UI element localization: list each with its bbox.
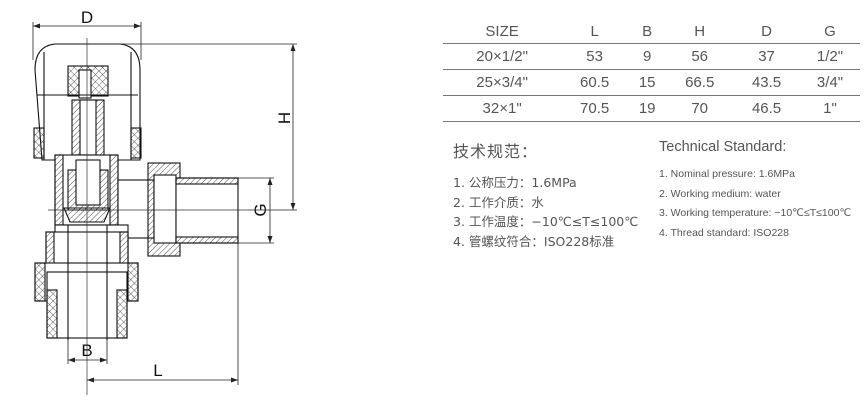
header-size: SIZE	[443, 20, 562, 44]
cell: 66.5	[666, 69, 734, 96]
spec-cn-item: 3. 工作温度：−10℃≤T≤100℃	[453, 214, 639, 229]
header-l: L	[561, 20, 629, 44]
dim-label-b: B	[81, 341, 92, 360]
spec-en-item: 4. Thread standard: ISO228	[659, 227, 789, 240]
valve-technical-drawing: D H G B L	[32, 8, 297, 395]
cell: 70	[666, 95, 734, 122]
cell: 1"	[799, 95, 860, 122]
cell: 32×1"	[443, 95, 562, 122]
cell: 60.5	[561, 69, 629, 96]
header-b: B	[628, 20, 667, 44]
technical-spec-chinese: 技术规范： 1. 公称压力：1.6MPa 2. 工作介质：水 3. 工作温度：−…	[453, 138, 638, 250]
spec-cn-item: 4. 管螺纹符合：ISO228标准	[453, 233, 615, 249]
cell: 20×1/2"	[443, 43, 562, 70]
header-d: D	[733, 20, 800, 44]
table-row: 20×1/2" 53 9 56 37 1/2"	[443, 43, 860, 70]
cell: 19	[628, 95, 667, 122]
spec-cn-title: 技术规范：	[453, 142, 539, 161]
cell: 9	[628, 43, 667, 70]
cell: 25×3/4"	[443, 69, 562, 96]
cell: 1/2"	[799, 43, 860, 70]
header-g: G	[799, 20, 860, 44]
valve-bonnet	[54, 99, 119, 226]
spec-cn-item: 2. 工作介质：水	[453, 194, 544, 210]
cell: 37	[733, 43, 800, 70]
lower-body	[34, 224, 139, 340]
technical-spec-english: Technical Standard: 1. Nominal pressure:…	[659, 139, 851, 247]
table-row: 25×3/4" 60.5 15 66.5 43.5 3/4"	[443, 69, 860, 96]
table-header-row: SIZE L B H D G	[443, 20, 860, 44]
centre-lines	[48, 38, 248, 395]
header-h: H	[666, 20, 734, 44]
dim-label-h: H	[275, 112, 294, 124]
cell: 46.5	[733, 95, 800, 122]
side-outlet	[117, 162, 239, 257]
dim-label-l: L	[153, 361, 162, 380]
dim-label-g: G	[251, 203, 270, 216]
spec-en-item: 3. Working temperature: −10℃≤T≤100℃	[659, 207, 852, 220]
dimension-arrows	[33, 23, 296, 383]
cell: 15	[628, 69, 667, 96]
cell: 43.5	[733, 69, 800, 96]
cell: 53	[561, 43, 629, 70]
size-table: SIZE L B H D G 20×1/2" 53 9 56 37 1/2" 2…	[443, 20, 860, 122]
spec-en-item: 1. Nominal pressure: 1.6MPa	[659, 168, 795, 180]
cell: 3/4"	[799, 69, 860, 96]
table-row: 32×1" 70.5 19 70 46.5 1"	[443, 95, 860, 122]
spec-en-title: Technical Standard:	[659, 139, 787, 155]
cell: 56	[666, 43, 734, 70]
dim-label-d: D	[81, 8, 93, 27]
spec-cn-item: 1. 公称压力：1.6MPa	[453, 175, 577, 190]
cell: 70.5	[561, 95, 629, 122]
spec-en-item: 2. Working medium: water	[659, 187, 781, 200]
